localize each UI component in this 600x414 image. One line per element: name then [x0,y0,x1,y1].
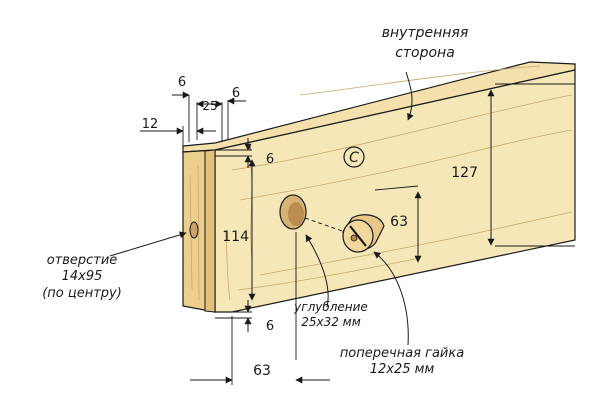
wood-board: C [182,61,576,313]
inner-side-line1: внутренняя [382,25,469,41]
dim-25: 25 [202,99,217,113]
cross-nut [342,214,385,253]
recess-line2: 25х32 мм [301,315,361,329]
hole-line1: отверстие [47,253,118,268]
dim-12: 12 [142,117,159,132]
dim-63-vertical: 63 [390,214,408,230]
end-hole [189,221,199,239]
recess-inner [288,202,304,226]
hole-line3: (по центру) [42,286,122,301]
tenon-shoulder [204,149,216,313]
callout-labels: внутренняя сторона отверстие 14х95 (по ц… [42,25,468,377]
dim-6-top-right: 6 [232,86,240,101]
recess-line1: углубление [293,300,368,314]
dim-6-mid: 6 [266,152,274,167]
dimension-lines [109,71,575,385]
dim-63-bottom: 63 [253,363,271,379]
part-letter-circle [343,146,365,168]
dimension-labels: 6 25 6 12 6 127 63 114 6 63 [142,75,478,379]
dim-127: 127 [451,165,478,181]
dim-6-top: 6 [178,75,186,90]
dim-6-bottom: 6 [266,319,274,334]
hole-line2: 14х95 [62,269,103,284]
dim-114: 114 [222,229,249,245]
axis-dashed-line [304,217,346,233]
cross-nut-line1: поперечная гайка [340,346,464,361]
part-letter: C [349,150,359,166]
inner-side-line2: сторона [395,45,455,61]
cross-nut-line2: 12х25 мм [370,362,435,377]
